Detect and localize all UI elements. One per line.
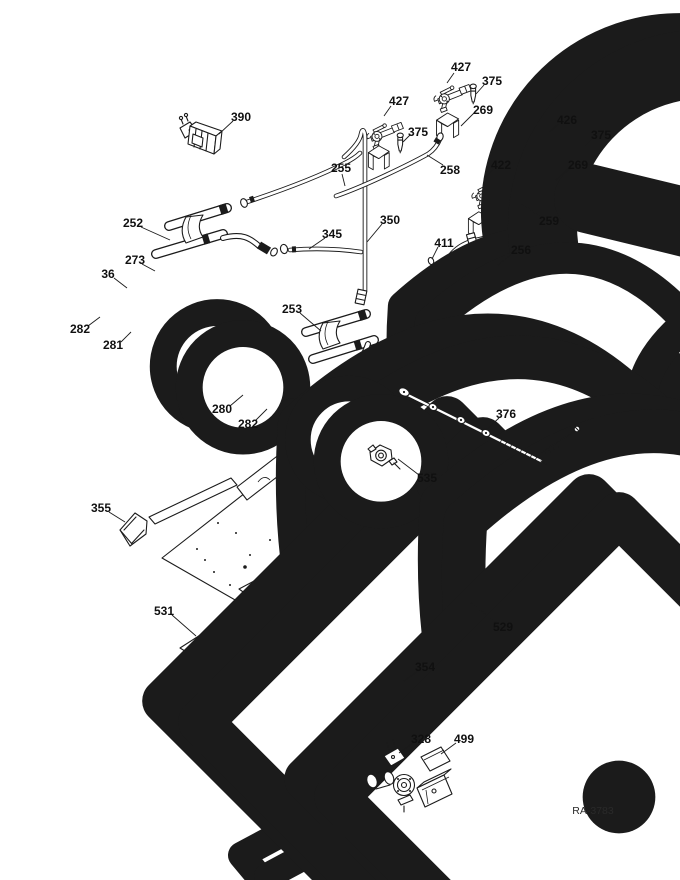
leader-line-375-b — [402, 134, 411, 143]
leader-line-36 — [113, 277, 128, 289]
valve-bracket-427-b — [367, 145, 390, 171]
leader-line-269-b — [555, 167, 570, 181]
part-label-253: 253 — [282, 302, 302, 316]
igniter-harness-376 — [398, 387, 547, 465]
leader-line-253 — [299, 312, 322, 332]
part-label-269-b: 269 — [568, 158, 588, 172]
leader-line-345 — [308, 237, 326, 250]
leader-line-255 — [341, 173, 346, 187]
part-label-255: 255 — [331, 161, 351, 175]
leader-line-375-a — [475, 84, 485, 95]
spark-module-390 — [178, 112, 223, 155]
leader-line-375-c — [584, 137, 594, 147]
part-label-282-b: 282 — [238, 417, 258, 431]
bracket-355 — [119, 512, 148, 547]
leader-line-535 — [397, 458, 420, 476]
leader-line-256 — [497, 252, 514, 266]
leader-line-328 — [398, 742, 414, 754]
leader-line-273 — [141, 263, 156, 272]
part-label-280: 280 — [212, 402, 232, 416]
part-label-375-a: 375 — [482, 74, 502, 88]
part-label-375-b: 375 — [408, 125, 428, 139]
leader-line-355 — [108, 511, 126, 523]
leader-line-411 — [431, 246, 439, 260]
part-label-375-c: 375 — [591, 128, 611, 142]
manifold-pipe-350 — [341, 128, 368, 306]
leader-line-269-a — [460, 112, 475, 127]
part-label-36: 36 — [101, 267, 115, 281]
part-label-499: 499 — [454, 732, 474, 746]
leader-line-282-a — [87, 316, 101, 327]
orifice-375-a — [469, 83, 477, 105]
supply-pipe-258 — [333, 132, 444, 199]
leader-line-252 — [140, 226, 171, 241]
part-label-411: 411 — [434, 236, 454, 250]
leader-line-427-b — [383, 105, 392, 117]
part-label-422: 422 — [491, 158, 511, 172]
leader-line-258 — [426, 154, 444, 166]
part-label-390: 390 — [231, 110, 251, 124]
part-label-281: 281 — [103, 338, 123, 352]
leader-line-422 — [483, 168, 494, 180]
drawing-code: RA-3783 — [572, 805, 614, 817]
part-label-531: 531 — [154, 604, 174, 618]
part-label-256: 256 — [511, 243, 531, 257]
leader-line-376 — [485, 417, 500, 431]
part-label-354: 354 — [415, 660, 435, 674]
regulator-328 — [366, 739, 453, 813]
leader-line-529 — [470, 602, 497, 623]
leader-line-282-b — [255, 408, 268, 421]
part-label-273: 273 — [125, 253, 145, 267]
part-label-328: 328 — [411, 732, 431, 746]
part-label-427-a: 427 — [451, 60, 471, 74]
part-label-426: 426 — [557, 113, 577, 127]
part-label-282-a: 282 — [70, 322, 90, 336]
orifice-375-b — [396, 132, 404, 154]
part-label-345: 345 — [322, 227, 342, 241]
part-label-269-a: 269 — [473, 103, 493, 117]
supply-pipe-255 — [240, 150, 363, 208]
part-label-355: 355 — [91, 501, 111, 515]
part-label-427-b: 427 — [389, 94, 409, 108]
part-label-529: 529 — [493, 620, 513, 634]
burner-valve-427-a — [433, 84, 472, 113]
leader-line-426 — [549, 123, 559, 133]
leader-line-281 — [120, 331, 132, 343]
part-label-252: 252 — [123, 216, 143, 230]
leader-line-350 — [366, 223, 383, 243]
part-label-258: 258 — [440, 163, 460, 177]
part-label-376: 376 — [496, 407, 516, 421]
leader-line-280 — [229, 394, 244, 407]
leader-line-499 — [440, 742, 457, 755]
part-label-535: 535 — [417, 471, 437, 485]
harness-screw — [541, 425, 581, 456]
burner-tube-252 — [151, 203, 278, 259]
leader-line-354 — [403, 670, 419, 682]
supply-pipe-345 — [279, 243, 364, 255]
leader-line-390 — [218, 120, 234, 135]
leader-line-427-a — [446, 72, 455, 84]
part-label-259: 259 — [539, 214, 559, 228]
leader-line-259 — [521, 203, 542, 218]
leader-line-531 — [171, 614, 197, 637]
switch-535 — [367, 444, 401, 470]
part-label-350: 350 — [380, 213, 400, 227]
